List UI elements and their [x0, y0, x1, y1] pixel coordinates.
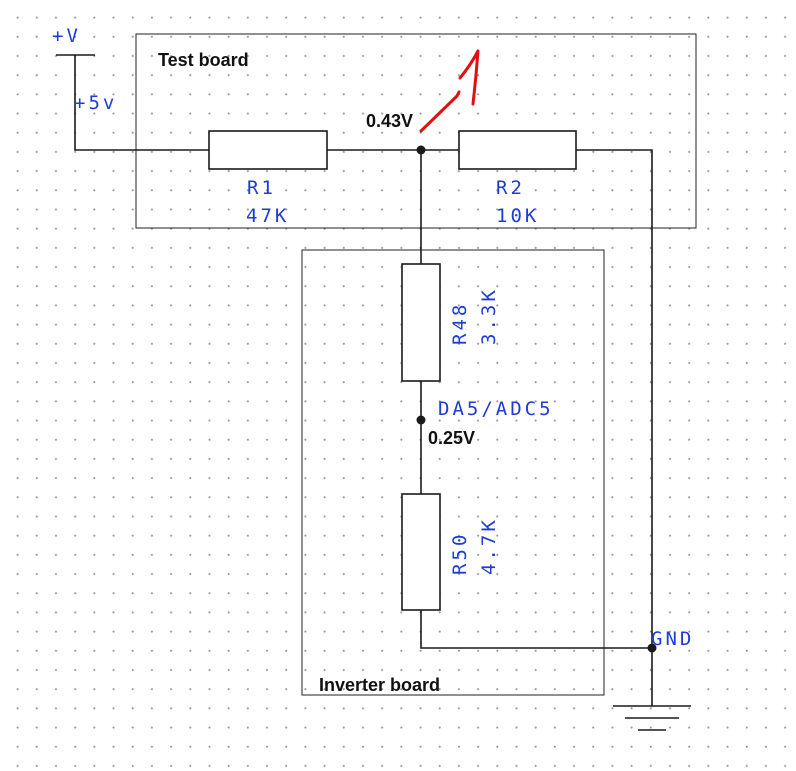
- resistor-r48: [401, 263, 441, 382]
- wires: [74, 55, 653, 706]
- r50-name-label: R50: [449, 532, 471, 575]
- r1-value-label: 47K: [246, 205, 289, 227]
- supply-value-label: +5v: [74, 92, 117, 114]
- test-board-outline: [135, 33, 697, 229]
- test-board-label: Test board: [158, 50, 249, 70]
- node-adc-voltage: 0.25V: [428, 428, 475, 448]
- junction-top: [416, 145, 426, 155]
- inverter-board-outline: [301, 249, 605, 696]
- wire-supply: [74, 55, 209, 151]
- ground-symbol: [613, 705, 691, 731]
- inverter-board-label: Inverter board: [319, 675, 440, 695]
- adc-net-label: DA5/ADC5: [438, 398, 554, 420]
- junction-adc: [416, 415, 426, 425]
- node-top-voltage: 0.43V: [366, 111, 413, 131]
- ground-net-label: GND: [651, 628, 694, 650]
- red-annotation-mark: [419, 49, 480, 133]
- r50-value-label: 4.7K: [478, 517, 500, 575]
- r1-name-label: R1: [247, 177, 276, 199]
- resistor-r50: [401, 493, 441, 611]
- wire-r50-ground: [420, 610, 652, 649]
- supply-symbol-label: +V: [52, 25, 81, 47]
- r2-name-label: R2: [496, 177, 525, 199]
- resistor-r1: [208, 130, 328, 170]
- r2-value-label: 10K: [496, 205, 539, 227]
- resistor-r2: [458, 130, 577, 170]
- junction-ground: [647, 643, 657, 653]
- r48-value-label: 3.3K: [478, 287, 500, 345]
- wire-r2-ground: [576, 149, 653, 706]
- r48-name-label: R48: [449, 302, 471, 345]
